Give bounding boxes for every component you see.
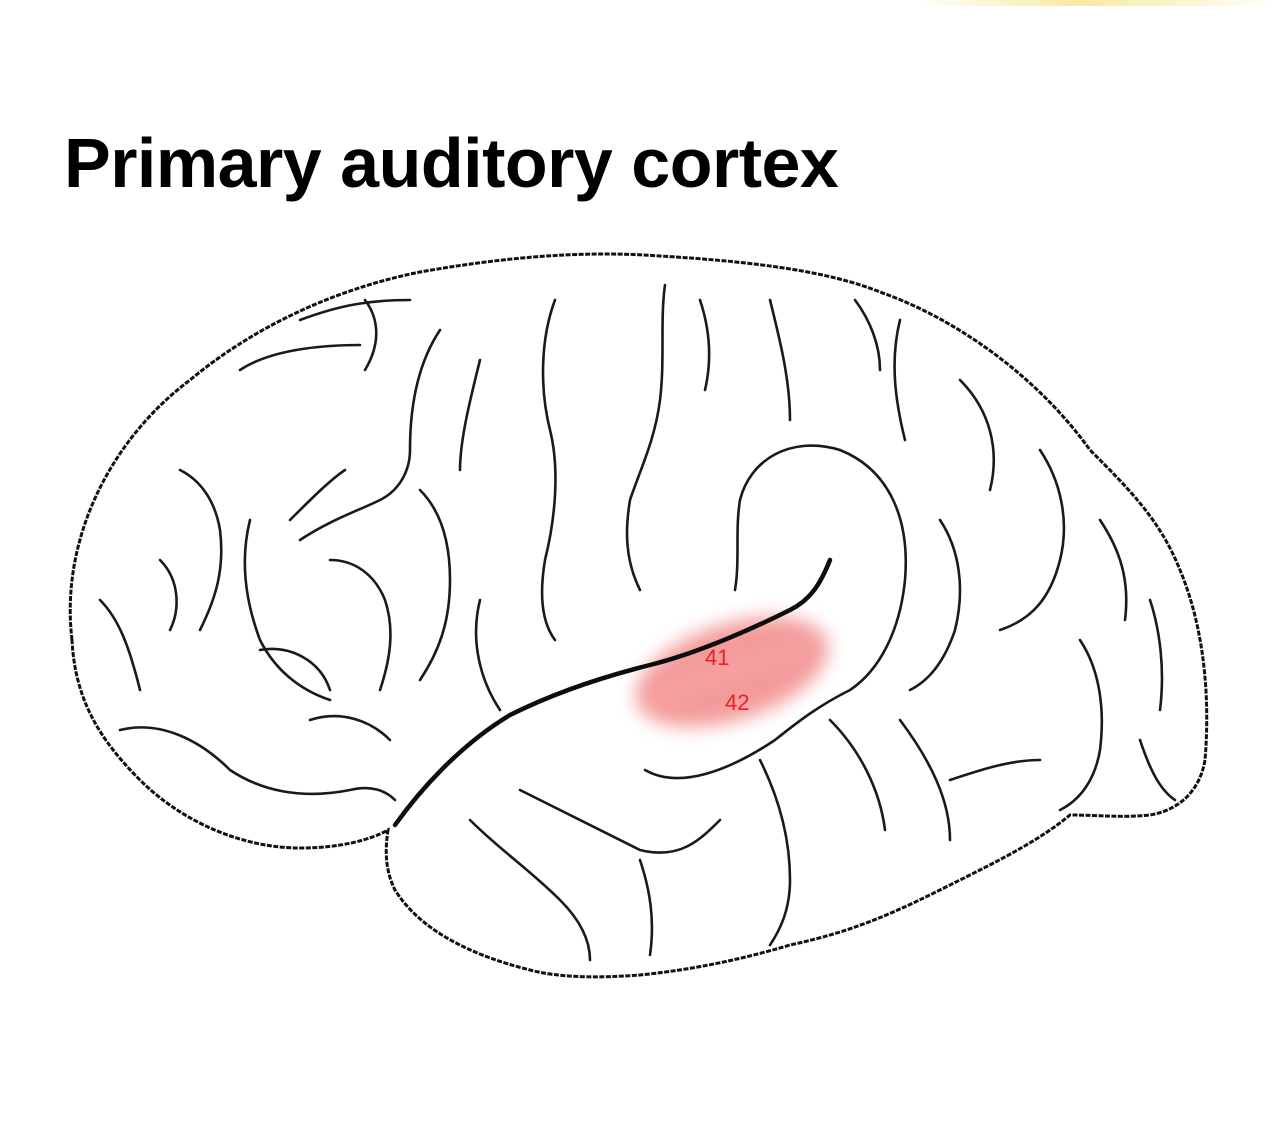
top-decorative-strip bbox=[920, 0, 1274, 6]
area-label-41: 41 bbox=[705, 645, 729, 670]
diagram-title: Primary auditory cortex bbox=[64, 124, 839, 202]
auditory-cortex-highlight bbox=[635, 616, 829, 728]
brain-outline bbox=[68, 252, 1209, 979]
area-label-42: 42 bbox=[725, 690, 749, 715]
lateral-sulcus bbox=[392, 557, 833, 828]
